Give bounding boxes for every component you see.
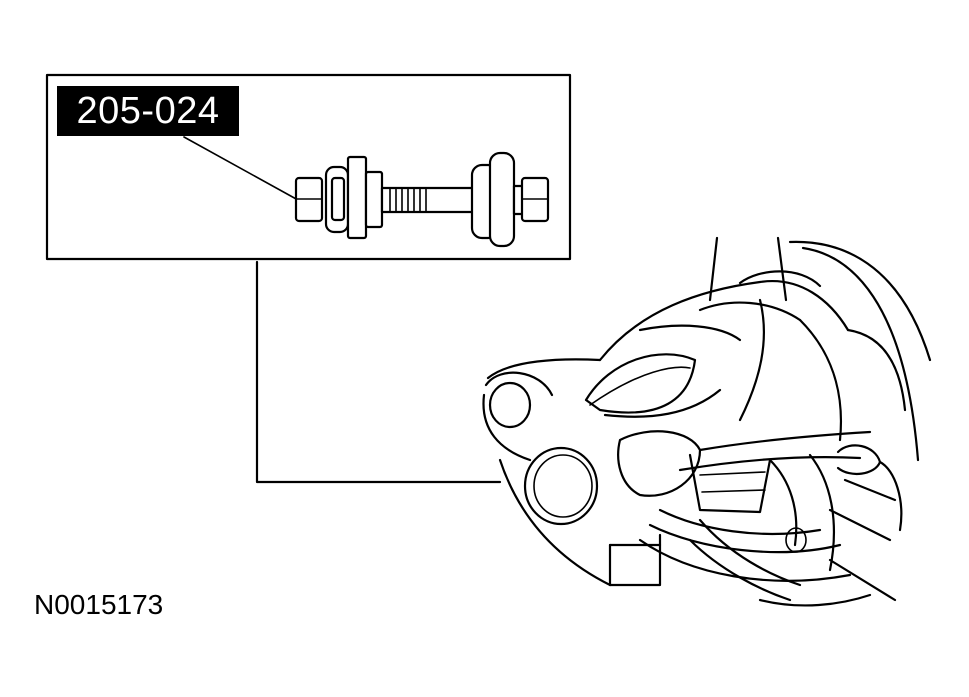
tool-number-badge <box>57 86 239 136</box>
tool-callout-frame <box>45 73 572 261</box>
special-tool-drawing <box>294 151 550 248</box>
axle-housing-drawing <box>482 236 932 607</box>
callout-leader-line <box>255 260 502 484</box>
tool-label-leader <box>183 136 299 201</box>
tool-number-label: 205-024 <box>76 90 220 132</box>
figure-id-label: N0015173 <box>34 589 164 620</box>
